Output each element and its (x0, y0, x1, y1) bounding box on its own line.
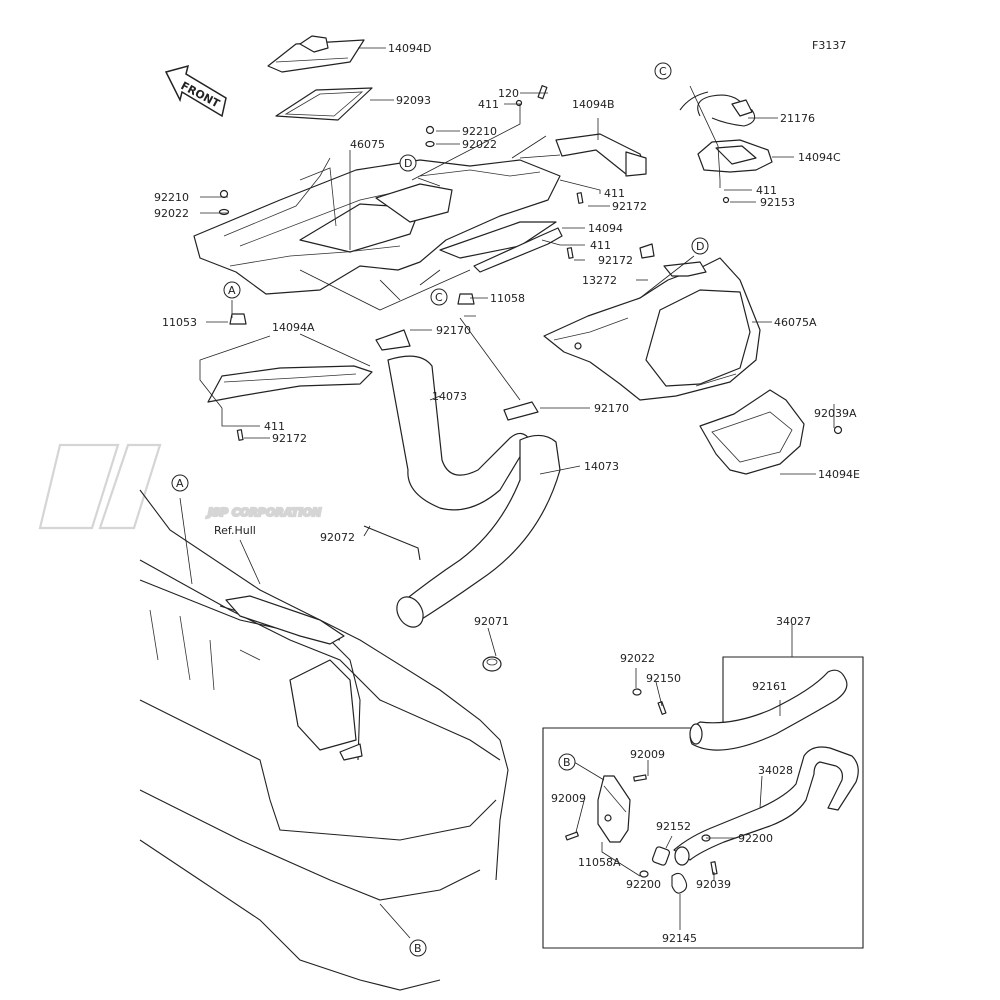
part-label-92153: 92153 (760, 196, 795, 209)
handle-92161 (689, 669, 848, 751)
part-labels: 14094D 92093 120 411 14094B 92210 92022 … (154, 42, 860, 945)
part-label-411-a: 411 (264, 420, 285, 433)
part-label-411-c: 411 (590, 239, 611, 252)
duct-14073-a (375, 329, 531, 511)
part-label-92009-a: 92009 (630, 748, 665, 761)
part-label-92071: 92071 (474, 615, 509, 628)
part-label-92039A: 92039A (814, 407, 857, 420)
leader-lines (179, 47, 835, 939)
part-label-411-b: 411 (604, 187, 625, 200)
part-label-11053: 11053 (162, 316, 197, 329)
ref-circle-b-hull: B (409, 939, 427, 957)
group-hardware (565, 688, 718, 894)
part-label-92200-a: 92200 (738, 832, 773, 845)
part-label-411-top: 411 (478, 98, 499, 111)
ref-circle-a-top: A (223, 281, 241, 299)
part-label-46075A: 46075A (774, 316, 817, 329)
part-label-92022-group: 92022 (620, 652, 655, 665)
cover-46075A (543, 257, 761, 401)
ref-circle-a-hull: A (171, 474, 189, 492)
bracket-11058A (597, 775, 631, 843)
hose-21176 (679, 91, 756, 127)
front-arrow: FRONT (164, 64, 227, 118)
ref-circle-c-top: C (654, 62, 672, 80)
watermark-logo-mark (38, 443, 162, 530)
part-label-34027: 34027 (776, 615, 811, 628)
part-label-92170-a: 92170 (436, 324, 471, 337)
part-label-92200-b: 92200 (626, 878, 661, 891)
svg-text:B: B (563, 756, 571, 769)
cover-14094C (697, 139, 773, 204)
view-refs: C D A C D A B B (171, 62, 709, 957)
part-label-92172-b: 92172 (612, 200, 647, 213)
figure-code: F3137 (812, 39, 846, 52)
svg-text:A: A (176, 477, 184, 490)
part-label-411-d: 411 (756, 184, 777, 197)
grommet-92071 (482, 656, 502, 672)
part-label-14094B: 14094B (572, 98, 615, 111)
part-label-92172-c: 92172 (598, 254, 633, 267)
svg-text:C: C (659, 65, 667, 78)
part-label-34028: 34028 (758, 764, 793, 777)
part-label-14094: 14094 (588, 222, 623, 235)
svg-text:A: A (228, 284, 236, 297)
part-label-46075: 46075 (350, 138, 385, 151)
part-label-92145: 92145 (662, 932, 697, 945)
ref-circle-d-mid: D (691, 237, 709, 255)
duct-14073-b (396, 401, 561, 628)
part-label-92039: 92039 (696, 878, 731, 891)
hull (139, 489, 509, 991)
hull-label: Ref.Hull (214, 524, 256, 537)
part-label-92150: 92150 (646, 672, 681, 685)
part-label-21176: 21176 (780, 112, 815, 125)
part-label-92172-a: 92172 (272, 432, 307, 445)
part-label-11058A: 11058A (578, 856, 621, 869)
part-label-92210-left: 92210 (154, 191, 189, 204)
cover-14094E (699, 389, 843, 475)
svg-text:D: D (696, 240, 704, 253)
part-label-11058: 11058 (490, 292, 525, 305)
part-label-14094D: 14094D (388, 42, 431, 55)
filter-92093 (275, 87, 373, 121)
part-label-13272: 13272 (582, 274, 617, 287)
part-label-92022-top: 92022 (462, 138, 497, 151)
ref-circle-b-group: B (558, 753, 576, 771)
small-fasteners-top (218, 85, 655, 325)
part-label-14094C: 14094C (798, 151, 841, 164)
ref-circle-c-mid: C (430, 288, 448, 306)
watermark-text: JSP CORPORATION (206, 506, 321, 519)
part-label-92093: 92093 (396, 94, 431, 107)
part-label-92152: 92152 (656, 820, 691, 833)
part-label-14094E: 14094E (818, 468, 860, 481)
cover-14094 (473, 227, 574, 273)
part-label-92009-b: 92009 (551, 792, 586, 805)
svg-text:C: C (435, 291, 443, 304)
part-label-14094A: 14094A (272, 321, 315, 334)
cover-14094A (207, 365, 373, 441)
watermark: JSP CORPORATION (38, 443, 322, 530)
part-label-92161: 92161 (752, 680, 787, 693)
cover-14094D (267, 35, 365, 73)
part-label-92072: 92072 (320, 531, 355, 544)
part-label-92170-b: 92170 (594, 402, 629, 415)
handle-34028 (673, 746, 859, 866)
svg-text:B: B (414, 942, 422, 955)
part-label-92210-top: 92210 (462, 125, 497, 138)
svg-text:D: D (404, 157, 412, 170)
part-label-120: 120 (498, 87, 519, 100)
storage-tray-46075 (193, 157, 561, 295)
cable-tie-92072 (363, 525, 421, 561)
part-label-14073-b: 14073 (584, 460, 619, 473)
duct-14094B (555, 133, 647, 204)
part-label-92022-left: 92022 (154, 207, 189, 220)
part-label-14073-a: 14073 (432, 390, 467, 403)
ref-circle-d-top: D (399, 154, 417, 172)
